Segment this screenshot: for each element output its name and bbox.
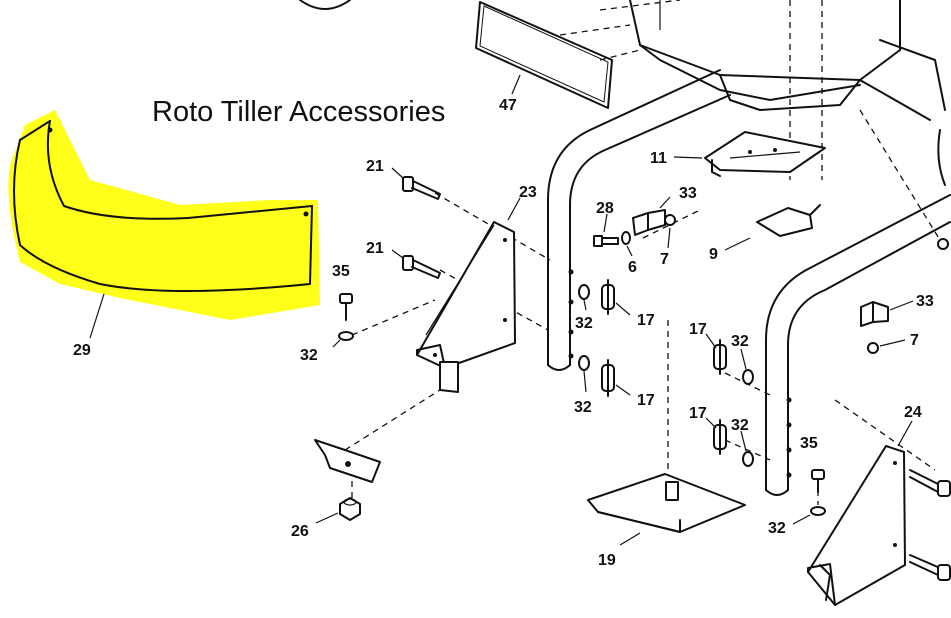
bolt-part-35-left	[339, 293, 353, 321]
washer-part-6	[621, 231, 631, 245]
callout-29: 29	[73, 342, 91, 359]
foot-part-19	[587, 473, 746, 533]
decal-part-47	[475, 1, 613, 109]
callout-21-upper: 21	[366, 158, 384, 175]
bracket-part-11	[704, 131, 826, 177]
callout-7-lower: 7	[910, 332, 919, 349]
clamp-plate	[314, 439, 381, 483]
nut-part-7-lower	[867, 342, 879, 354]
washer-part-32-left	[338, 331, 354, 341]
callout-32-left: 32	[300, 347, 318, 364]
callout-17-c: 17	[689, 321, 707, 338]
callout-6: 6	[628, 259, 637, 276]
callout-32-a: 32	[575, 315, 593, 332]
bolt-part-21-lower	[402, 255, 441, 279]
shield-part-29	[8, 110, 320, 320]
callout-32-d: 32	[731, 417, 749, 434]
bolt-part-21-upper	[402, 176, 441, 200]
callout-17-d: 17	[689, 405, 707, 422]
partial-part-outline	[299, 0, 351, 10]
clamp-part-17-c	[713, 339, 727, 375]
side-bracket-part-24	[807, 445, 906, 606]
washer-part-32-a	[578, 284, 590, 300]
washer-part-32-right	[810, 506, 826, 516]
callout-35-right: 35	[800, 435, 818, 452]
hopper	[629, 0, 946, 121]
washer-part-32-d	[742, 451, 754, 467]
callout-7-upper: 7	[660, 251, 669, 268]
bracket-part-33-upper	[632, 209, 666, 236]
callout-32-b: 32	[574, 399, 592, 416]
callout-28: 28	[596, 200, 614, 217]
callout-19: 19	[598, 552, 616, 569]
callout-11: 11	[650, 150, 667, 167]
clamp-part-17-b	[601, 359, 615, 397]
callout-33-upper: 33	[679, 185, 697, 202]
frame-tubes	[547, 69, 951, 496]
bolt-right-lower	[909, 554, 951, 581]
callout-32-right: 32	[768, 520, 786, 537]
callout-32-c: 32	[731, 333, 749, 350]
bolt-part-28	[593, 235, 619, 247]
callout-26: 26	[291, 523, 309, 540]
callout-9: 9	[709, 246, 718, 263]
page-title: Roto Tiller Accessories	[152, 96, 446, 128]
clamp-part-17-d	[713, 419, 727, 455]
side-bracket-part-23	[416, 221, 516, 393]
callout-23: 23	[519, 184, 537, 201]
callout-21-lower: 21	[366, 240, 384, 257]
callout-35-left: 35	[332, 263, 350, 280]
callout-33-lower: 33	[916, 293, 934, 310]
callout-17-b: 17	[637, 392, 655, 409]
nut-far-right	[937, 238, 949, 250]
bolt-right-upper	[909, 469, 951, 497]
bracket-part-33-lower	[860, 301, 889, 327]
washer-part-32-c	[742, 369, 754, 385]
callout-17-a: 17	[637, 312, 655, 329]
plate-part-9	[756, 204, 821, 237]
washer-part-32-b	[578, 355, 590, 371]
callout-24: 24	[904, 404, 922, 421]
assembly-lines	[344, 0, 941, 505]
nut-part-26	[339, 497, 361, 521]
clamp-part-17-a	[601, 279, 615, 315]
nut-part-7-upper	[664, 214, 676, 226]
bolt-part-35-right	[811, 469, 825, 493]
callout-47: 47	[499, 97, 517, 114]
